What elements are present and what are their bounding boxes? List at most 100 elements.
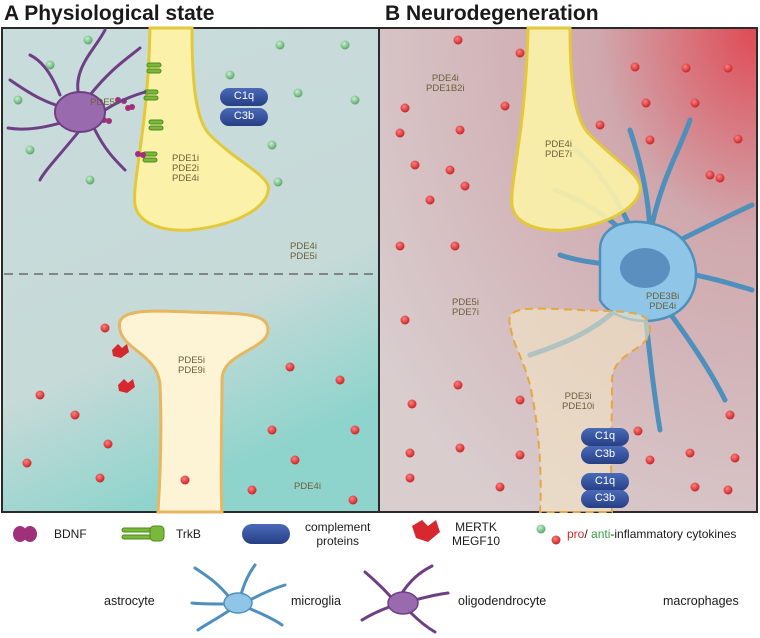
panel-a-title: A Physiological state <box>4 2 215 25</box>
pro-cytokine <box>400 315 410 325</box>
label-line: PDE9i <box>178 365 205 376</box>
pro-cytokine <box>22 458 32 468</box>
legend-pro-cytokine-icon <box>551 535 561 545</box>
pro-cytokine <box>455 125 465 135</box>
legend-bdnf-label: BDNF <box>54 527 87 541</box>
anti-cytokine <box>25 145 35 155</box>
pro-cytokine <box>450 241 460 251</box>
anti-cytokine <box>350 95 360 105</box>
label-line: PDE7i <box>545 149 572 160</box>
pro-cytokine <box>285 362 295 372</box>
pro-cytokine <box>335 375 345 385</box>
complement-proteins <box>220 88 629 508</box>
oligodendrocyte-a-soma <box>54 91 106 133</box>
pro-cytokine <box>95 473 105 483</box>
pro-cytokine <box>100 323 110 333</box>
label-pde-left-b: PDE5i PDE7i <box>452 298 479 318</box>
pro-cytokine <box>180 475 190 485</box>
pro-cytokine <box>455 443 465 453</box>
pro-cytokine <box>685 448 695 458</box>
pro-cytokine <box>715 173 725 183</box>
pro-cytokine <box>595 120 605 130</box>
legend-mertk-label: MERTK MEGF10 <box>452 520 500 548</box>
label-line: PDE4i <box>649 301 677 312</box>
pro-cytokine <box>103 439 113 449</box>
pro-cytokine <box>445 165 455 175</box>
pro-cytokine <box>633 426 643 436</box>
cell-oligodendrocyte-label: oligodendrocyte <box>458 594 547 608</box>
cell-astrocyte-label: astrocyte <box>104 594 155 608</box>
complement-c1q-b2: C1q <box>594 475 616 487</box>
label-line: PDE1B2i <box>426 83 465 94</box>
label-line: PDE10i <box>562 401 595 412</box>
pro-cytokine <box>405 448 415 458</box>
label-line: PDE4i <box>545 139 572 150</box>
pro-cytokine <box>35 390 45 400</box>
legend-mertk-icon <box>412 520 440 542</box>
pro-cytokine <box>515 450 525 460</box>
legend-slash: / <box>584 527 592 541</box>
complement-c1q-b1: C1q <box>594 430 616 442</box>
trkb-receptors <box>142 62 164 163</box>
postsynaptic-terminal-b <box>508 307 652 513</box>
legend-trkb-icon <box>121 525 165 542</box>
label-line: PDE4i <box>172 173 199 184</box>
label-pde-top-b: PDE4i PDE1B2i <box>426 74 465 94</box>
label-line: PDE7i <box>452 307 479 318</box>
anti-cytokine <box>45 60 55 70</box>
label-pde-postsynaptic-a: PDE5i PDE9i <box>178 356 205 376</box>
complement-pill <box>581 446 629 464</box>
pro-cytokine <box>681 63 691 73</box>
pro-cytokine <box>730 453 740 463</box>
legend-cytokines-text: -inflammatory cytokines <box>610 527 737 541</box>
legend-anti-cytokine-icon <box>536 524 546 534</box>
pro-cytokine <box>247 485 257 495</box>
legend-bdnf-icon <box>13 526 37 542</box>
pro-cytokine <box>425 195 435 205</box>
label-pde-presynaptic-b: PDE4i PDE7i <box>545 140 572 160</box>
label-pde-presynaptic-a: PDE1i PDE2i PDE4i <box>172 154 199 184</box>
pro-cytokine <box>630 62 640 72</box>
anti-cytokine <box>273 177 283 187</box>
legend-anti-text: anti <box>591 527 611 541</box>
label-pde-microglia-b: PDE3Bi PDE4i <box>646 292 679 312</box>
pro-cytokine <box>267 425 277 435</box>
legend-microglia-icon <box>190 563 287 632</box>
pro-cytokine <box>500 101 510 111</box>
anti-cytokine <box>85 175 95 185</box>
label-line: PDE4i <box>290 241 317 252</box>
complement-c1q-a: C1q <box>233 90 255 102</box>
complement-c3b-b2: C3b <box>594 492 616 504</box>
oligodendrocyte-a <box>6 28 147 182</box>
microglia-b-nucleus <box>620 248 670 288</box>
postsynaptic-terminal-a <box>117 309 270 514</box>
legend-complement-label: complement proteins <box>305 520 370 548</box>
anti-cytokine <box>225 70 235 80</box>
pro-cytokine <box>495 482 505 492</box>
pro-cytokine <box>515 48 525 58</box>
anti-cytokine <box>83 35 93 45</box>
pro-cytokine <box>350 425 360 435</box>
pro-cytokine <box>410 160 420 170</box>
complement-pill <box>581 490 629 508</box>
cell-microglia-label: microglia <box>291 594 342 608</box>
anti-cytokine <box>340 40 350 50</box>
presynaptic-terminal-b <box>510 26 642 232</box>
pro-cytokine <box>395 128 405 138</box>
pro-cytokine <box>348 495 358 505</box>
label-pde5i-astro: PDE5i <box>90 97 117 108</box>
pro-cytokine <box>733 134 743 144</box>
legend-line: MEGF10 <box>452 534 501 548</box>
pro-cytokine <box>725 410 735 420</box>
label-line: PDE3Bi <box>646 291 680 302</box>
panel-b-title: B Neurodegeneration <box>385 2 599 25</box>
pro-cytokine <box>645 135 655 145</box>
label-line: PDE5i <box>290 251 317 262</box>
legend-pro-text: pro <box>567 527 585 541</box>
complement-c3b-a: C3b <box>233 110 255 122</box>
pro-cytokine <box>453 380 463 390</box>
pro-cytokine <box>705 170 715 180</box>
label-line: PDE3i <box>564 391 592 402</box>
anti-cytokine <box>293 88 303 98</box>
